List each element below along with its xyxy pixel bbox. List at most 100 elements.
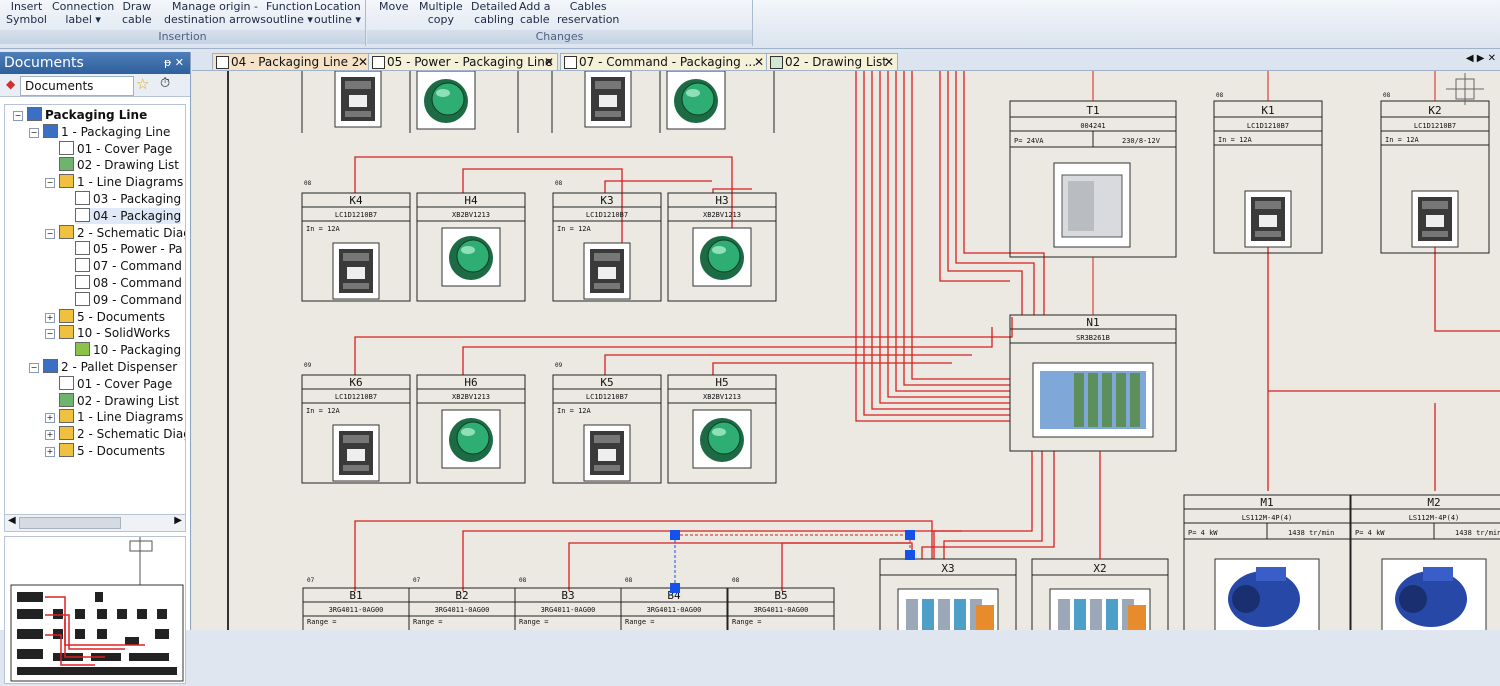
motor-tag: M2 (1427, 496, 1440, 509)
tree-node[interactable]: 02 - Drawing List (59, 157, 179, 173)
scroll-right-icon[interactable]: ▶ (174, 515, 182, 526)
detailed-cabling-button[interactable]: Detailed cabling (471, 0, 518, 26)
expand-toggle[interactable]: − (45, 329, 55, 340)
tree-node[interactable]: 1 - Line Diagrams (59, 174, 183, 190)
tab-05-power[interactable]: 05 - Power - Packaging Line✕ (368, 53, 558, 70)
tab-04-packaging-line-2[interactable]: 04 - Packaging Line 2✕ (212, 53, 372, 70)
sensor-tag: B5 (774, 589, 787, 602)
transformer-power: P= 24VA (1014, 137, 1044, 145)
motor-tag: M1 (1260, 496, 1273, 509)
expand-toggle[interactable]: + (45, 312, 55, 323)
expand-toggle[interactable]: − (45, 228, 55, 239)
expand-toggle[interactable]: + (45, 447, 55, 457)
tab-label: 07 - Command - Packaging ... (579, 55, 757, 69)
cables-reservation-button[interactable]: Cables reservation (557, 0, 620, 26)
tree-node[interactable]: 07 - Command (75, 258, 182, 274)
contactor-box[interactable] (301, 374, 411, 484)
tree-node[interactable]: 05 - Power - Pa (75, 241, 183, 257)
tree-node[interactable]: 2 - Schematic Diag (59, 224, 185, 241)
contactor-box[interactable] (552, 374, 662, 484)
tree-node-label: 01 - Cover Page (77, 376, 173, 391)
motor-power: P= 4 kW (1188, 529, 1218, 537)
tree-node[interactable]: 2 - Pallet Dispenser (43, 359, 177, 375)
tree-node[interactable]: 5 - Documents (59, 308, 165, 325)
draw-cable-button[interactable]: Draw cable (122, 0, 152, 26)
motor-box[interactable] (1350, 494, 1500, 630)
tree-node[interactable]: 10 - Packaging (75, 342, 181, 358)
pushbutton-box[interactable] (416, 374, 526, 484)
expand-toggle[interactable]: − (29, 127, 39, 138)
tree-node[interactable]: 01 - Cover Page (59, 140, 173, 157)
folder-icon (59, 308, 74, 323)
scroll-left-icon[interactable]: ◀ (8, 515, 16, 526)
function-outline-button[interactable]: Function outline ▾ (266, 0, 313, 26)
folio-number: 08 (625, 577, 633, 584)
tree-node[interactable]: 10 - SolidWorks (59, 325, 170, 341)
terminal-box[interactable] (879, 558, 1017, 630)
tree-node[interactable]: 09 - Command (75, 291, 182, 308)
tree-node-label: 1 - Line Diagrams (77, 410, 184, 425)
location-outline-button[interactable]: Location outline ▾ (314, 0, 361, 26)
tree-node[interactable]: 08 - Command (75, 275, 182, 291)
expand-toggle[interactable]: + (45, 413, 55, 424)
pushbutton-box[interactable] (667, 192, 777, 302)
close-icon[interactable]: ✕ (357, 55, 368, 69)
tree-node[interactable]: 02 - Drawing List (59, 392, 179, 409)
tree-node[interactable]: 01 - Cover Page (59, 375, 173, 392)
tree-node[interactable]: 5 - Documents (59, 443, 165, 459)
sensor-range: Range = (519, 618, 549, 626)
expand-toggle[interactable]: − (13, 111, 23, 121)
tree-node[interactable]: 04 - Packaging (75, 207, 182, 224)
move-button[interactable]: Move (379, 0, 409, 13)
tab-02-drawing-list[interactable]: 02 - Drawing List✕ (766, 53, 898, 70)
insert-symbol-button[interactable]: Insert Symbol (6, 0, 47, 26)
expand-toggle[interactable]: + (45, 430, 55, 441)
tree-node-label: 01 - Cover Page (77, 141, 173, 156)
contactor-box[interactable] (301, 192, 411, 302)
tree-horizontal-scrollbar[interactable]: ◀ ▶ (4, 514, 186, 532)
contactor-rating: In = 12A (1218, 136, 1253, 144)
tree-node[interactable]: 1 - Packaging Line (43, 123, 170, 140)
tree-node[interactable]: 03 - Packaging (75, 191, 181, 207)
favorites-star-icon[interactable]: ☆ (136, 75, 150, 93)
tree-node[interactable]: 2 - Schematic Diag (59, 426, 185, 442)
pushbutton-box[interactable] (416, 192, 526, 302)
expand-toggle[interactable]: − (45, 178, 55, 189)
contactor-rating: In = 12A (557, 225, 592, 233)
pushbutton-picture (692, 409, 752, 469)
documents-tab[interactable]: Documents (20, 76, 134, 96)
wire (887, 71, 1010, 398)
scroll-thumb[interactable] (19, 517, 121, 529)
contactor-picture (584, 71, 632, 128)
pushbutton-box[interactable] (667, 374, 777, 484)
wire (604, 354, 972, 375)
page-icon (75, 241, 90, 256)
close-icon[interactable]: ✕ (753, 55, 764, 69)
contactor-picture (1411, 190, 1459, 248)
history-icon[interactable]: ⏱ (160, 76, 171, 91)
close-icon[interactable]: ✕ (543, 55, 554, 69)
contactor-box[interactable] (552, 192, 662, 302)
wire (568, 542, 913, 591)
motor-box[interactable] (1183, 494, 1351, 630)
expand-toggle[interactable]: − (29, 363, 39, 373)
pushbutton-ref: XB2BV1213 (703, 211, 741, 219)
tree-node[interactable]: Packaging Line (27, 107, 147, 123)
pin-close-icon[interactable]: ᵽ ✕ (163, 56, 184, 69)
multiple-copy-button[interactable]: Multiple copy (419, 0, 463, 26)
close-icon[interactable]: ✕ (883, 55, 894, 69)
wire (939, 71, 1010, 282)
tree-node[interactable]: 1 - Line Diagrams (59, 409, 183, 425)
motor-picture (1381, 558, 1487, 630)
add-cable-button[interactable]: Add a cable (519, 0, 551, 26)
connection-label-button[interactable]: Connection label ▾ (52, 0, 115, 26)
manage-arrows-button[interactable]: Manage origin - destination arrows (164, 0, 266, 26)
sensor-ref: 3RG4011-0AG00 (647, 606, 702, 614)
tab-07-command[interactable]: 07 - Command - Packaging ...✕ (560, 53, 768, 70)
tab-scroll-arrows-icon[interactable]: ◀ ▶ ✕ (1465, 53, 1496, 64)
sensor-box[interactable] (727, 587, 835, 630)
page-preview[interactable] (4, 536, 186, 684)
